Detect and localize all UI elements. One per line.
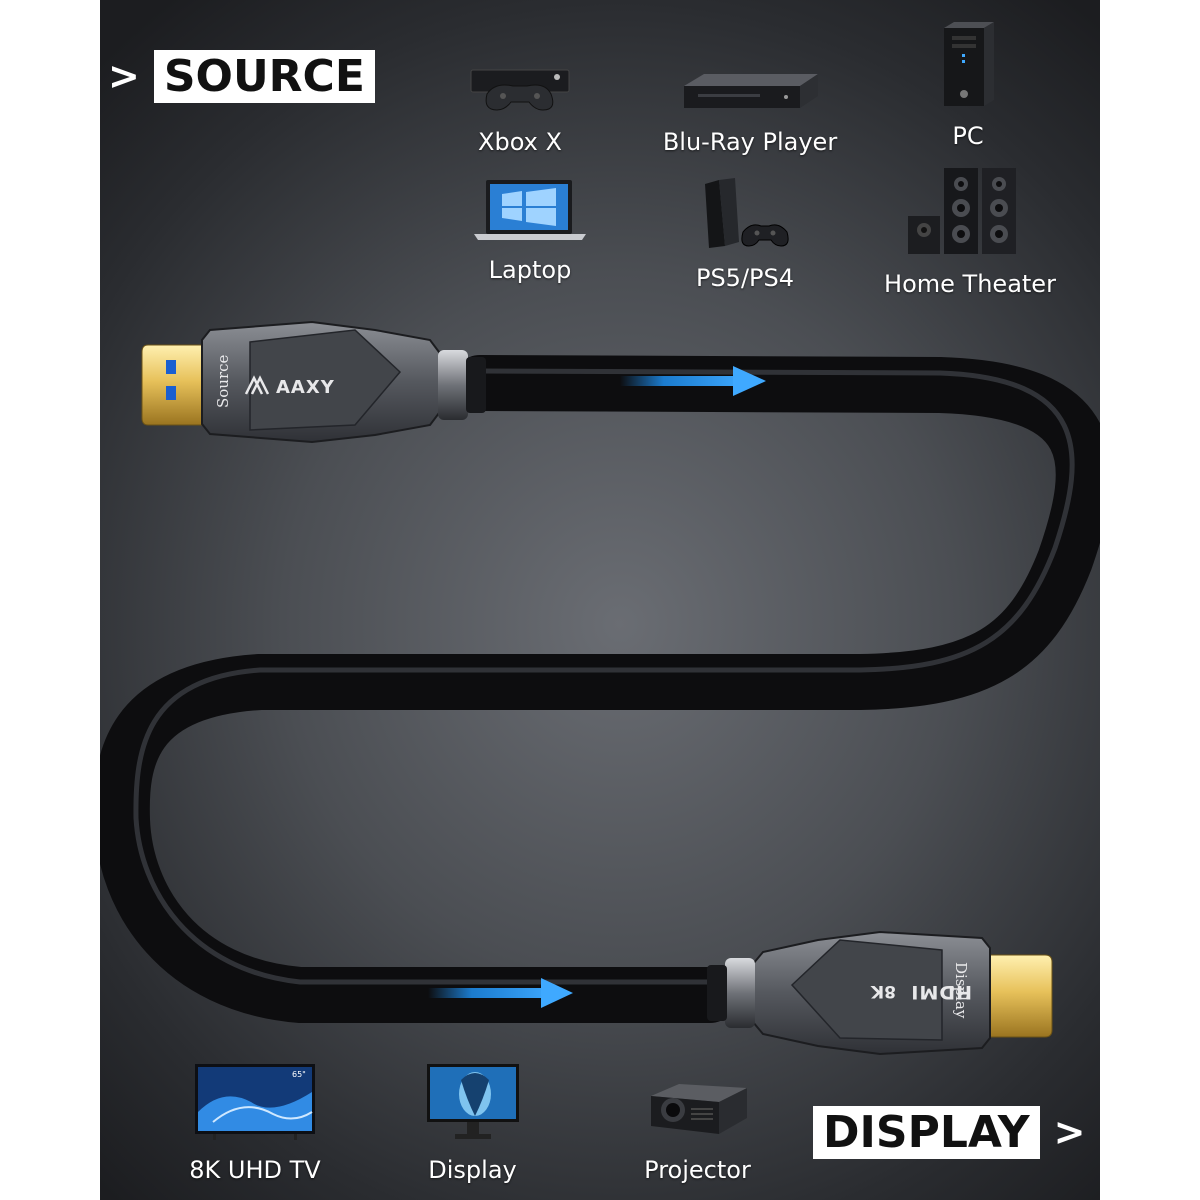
- display-title: DISPLAY: [813, 1106, 1040, 1159]
- source-title: SOURCE: [153, 50, 375, 103]
- device-bluray: Blu-Ray Player: [650, 34, 850, 156]
- game-console-icon: [470, 69, 570, 111]
- device-pc: PC: [908, 18, 1028, 150]
- cable-body: [100, 355, 1100, 1023]
- device-label: Blu-Ray Player: [662, 128, 838, 156]
- device-tv: 65" 8K UHD TV: [175, 1060, 335, 1184]
- source-heading: > SOURCE: [108, 50, 375, 103]
- device-label: 8K UHD TV: [189, 1156, 321, 1184]
- device-label: PC: [952, 122, 984, 150]
- svg-text:HDMI: HDMI: [910, 981, 972, 1003]
- device-label: Display: [428, 1156, 517, 1184]
- pc-tower-icon: [944, 22, 994, 106]
- chevron-right-icon: >: [108, 54, 140, 99]
- device-playstation: PS5/PS4: [675, 170, 815, 292]
- device-projector: Projector: [630, 1060, 765, 1184]
- device-label: Home Theater: [884, 270, 1056, 298]
- hdmi-logo: HDMI 8K: [870, 981, 972, 1003]
- chevron-right-icon: >: [1053, 1110, 1086, 1155]
- device-home-theater: Home Theater: [872, 164, 1068, 298]
- tv-icon: 65": [195, 1064, 315, 1140]
- device-label: Laptop: [488, 256, 572, 284]
- display-side-label: Display: [952, 962, 970, 1019]
- display-connector: HDMI 8K Display: [707, 930, 1053, 1056]
- svg-text:AAXY: AAXY: [276, 377, 335, 398]
- device-label: Xbox X: [478, 128, 562, 156]
- device-label: PS5/PS4: [695, 264, 795, 292]
- cable-highlight: [133, 368, 1075, 985]
- projector-icon: [650, 1084, 747, 1134]
- monitor-icon: [426, 1064, 519, 1139]
- laptop-icon: [474, 180, 586, 240]
- product-banner: AAXY Source HDMI 8K Display > SOURCE: [100, 0, 1100, 1200]
- display-heading: DISPLAY >: [813, 1106, 1085, 1159]
- source-side-label: Source: [214, 354, 232, 408]
- bluray-player-icon: [684, 74, 818, 108]
- device-label: Projector: [644, 1156, 751, 1184]
- device-display: Display: [410, 1060, 535, 1184]
- flow-arrow-top: [620, 366, 766, 396]
- device-laptop: Laptop: [460, 170, 600, 284]
- speakers-icon: [908, 168, 1016, 254]
- svg-text:8K: 8K: [870, 981, 896, 1001]
- flow-arrow-bottom: [428, 978, 573, 1008]
- source-connector: AAXY Source: [141, 320, 486, 444]
- playstation-icon: [705, 178, 789, 248]
- tv-size-badge: 65": [292, 1070, 306, 1079]
- device-xbox: Xbox X: [455, 34, 585, 156]
- aaxy-logo: AAXY: [244, 375, 335, 398]
- hdmi-cable-illustration: AAXY Source HDMI 8K Display: [100, 320, 1100, 1056]
